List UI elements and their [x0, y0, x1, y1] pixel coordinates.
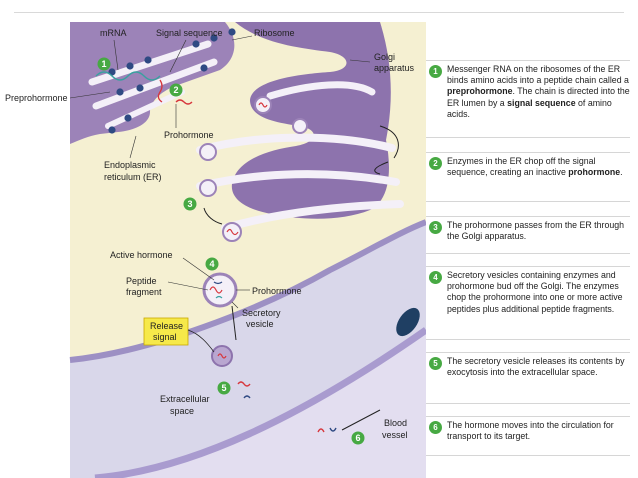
svg-text:4: 4 [210, 259, 215, 269]
leader-secretory-vesicle [231, 301, 239, 309]
label-blood-2: vessel [382, 430, 408, 440]
step-markers: 1 2 3 4 5 6 [97, 57, 365, 445]
step-6-text: The hormone moves into the circulation f… [447, 420, 614, 442]
svg-text:3: 3 [188, 199, 193, 209]
label-peptide-1: Peptide [126, 276, 157, 286]
vesicle [292, 118, 308, 134]
step-6: 6 The hormone moves into the circulation… [426, 416, 630, 456]
step-4: 4 Secretory vesicles containing enzymes … [426, 266, 630, 340]
leader-peptide [167, 281, 209, 291]
leader-ribosome [231, 35, 253, 41]
step-3-badge: 3 [429, 221, 442, 234]
leader-mrna [113, 39, 119, 71]
step-1: 1 Messenger RNA on the ribosomes of the … [426, 60, 630, 138]
ribosome [192, 40, 200, 48]
vessel-nucleus [396, 307, 420, 337]
step-4-badge: 4 [429, 271, 442, 284]
step-6-badge: 6 [429, 421, 442, 434]
label-active-hormone: Active hormone [110, 250, 173, 260]
leader-signal-sequence [169, 39, 187, 73]
label-release-1: Release [150, 321, 183, 331]
marker-3 [183, 197, 197, 211]
step-5-badge: 5 [429, 357, 442, 370]
marker-1 [97, 57, 111, 71]
svg-text:2: 2 [174, 85, 179, 95]
leader-preprohormone [69, 91, 111, 99]
released-hormones [237, 381, 337, 433]
ribosome [108, 126, 116, 134]
label-er-1: Endoplasmic [104, 160, 156, 170]
label-release-2: signal [153, 332, 177, 342]
golgi-apparatus [231, 22, 391, 219]
vessel-wall [94, 327, 426, 478]
blood-vessel [95, 330, 426, 478]
label-prohormone-er: Prohormone [164, 130, 214, 140]
ribosome [144, 56, 152, 64]
mrna-strand [95, 71, 161, 81]
peptide-chain [157, 79, 163, 103]
cell-membrane [69, 219, 426, 363]
leader-active-hormone [182, 257, 215, 281]
label-preprohormone: Preprohormone [5, 93, 68, 103]
marker-6 [351, 431, 365, 445]
step-1-text: Messenger RNA on the ribosomes of the ER… [447, 64, 630, 119]
release-signal-box [143, 317, 189, 346]
vesicle [199, 143, 217, 161]
step-5: 5 The secretory vesicle releases its con… [426, 352, 630, 404]
step-2: 2 Enzymes in the ER chop off the signal … [426, 152, 630, 202]
label-golgi-1: Golgi [374, 52, 395, 62]
label-er-2: reticulum (ER) [104, 172, 162, 182]
hormone-synthesis-diagram: mRNA Signal sequence Ribosome Golgi appa… [5, 22, 426, 478]
marker-5 [217, 381, 231, 395]
label-secretory-1: Secretory [242, 308, 281, 318]
marker-4 [205, 257, 219, 271]
svg-text:6: 6 [356, 433, 361, 443]
svg-text:5: 5 [222, 383, 227, 393]
marker-2 [169, 83, 183, 97]
peptide-chain [175, 99, 193, 105]
ribosome [124, 114, 132, 122]
label-peptide-2: fragment [126, 287, 162, 297]
transport-vesicles [199, 96, 308, 242]
ribosome [210, 34, 218, 42]
secretory-vesicle [202, 272, 238, 308]
label-blood-1: Blood [384, 418, 407, 428]
label-secretory-2: vesicle [246, 319, 274, 329]
step-3-text: The prohormone passes from the ER throug… [447, 220, 625, 242]
ribosome [136, 84, 144, 92]
ribosome [126, 62, 134, 70]
vesicle [199, 179, 217, 197]
label-mrna: mRNA [100, 28, 127, 38]
step-5-text: The secretory vesicle releases its conte… [447, 356, 625, 378]
exocytosis-vesicle [211, 345, 233, 367]
ribosome [228, 28, 236, 36]
leader-golgi [349, 59, 371, 63]
step-2-badge: 2 [429, 157, 442, 170]
ribosome [200, 64, 208, 72]
label-extracellular-1: Extracellular [160, 394, 210, 404]
svg-text:1: 1 [102, 59, 107, 69]
label-golgi-2: apparatus [374, 63, 415, 73]
label-extracellular-2: space [170, 406, 194, 416]
label-ribosome: Ribosome [254, 28, 295, 38]
leader-er [129, 135, 137, 159]
label-prohormone-vesicle: Prohormone [252, 286, 302, 296]
step-1-badge: 1 [429, 65, 442, 78]
ribosome [116, 88, 124, 96]
label-signal-sequence: Signal sequence [156, 28, 223, 38]
top-rule [14, 12, 624, 13]
flow-arrows [203, 125, 399, 431]
step-3: 3 The prohormone passes from the ER thro… [426, 216, 630, 254]
step-2-text: Enzymes in the ER chop off the signal se… [447, 156, 623, 178]
step-4-text: Secretory vesicles containing enzymes an… [447, 270, 623, 314]
